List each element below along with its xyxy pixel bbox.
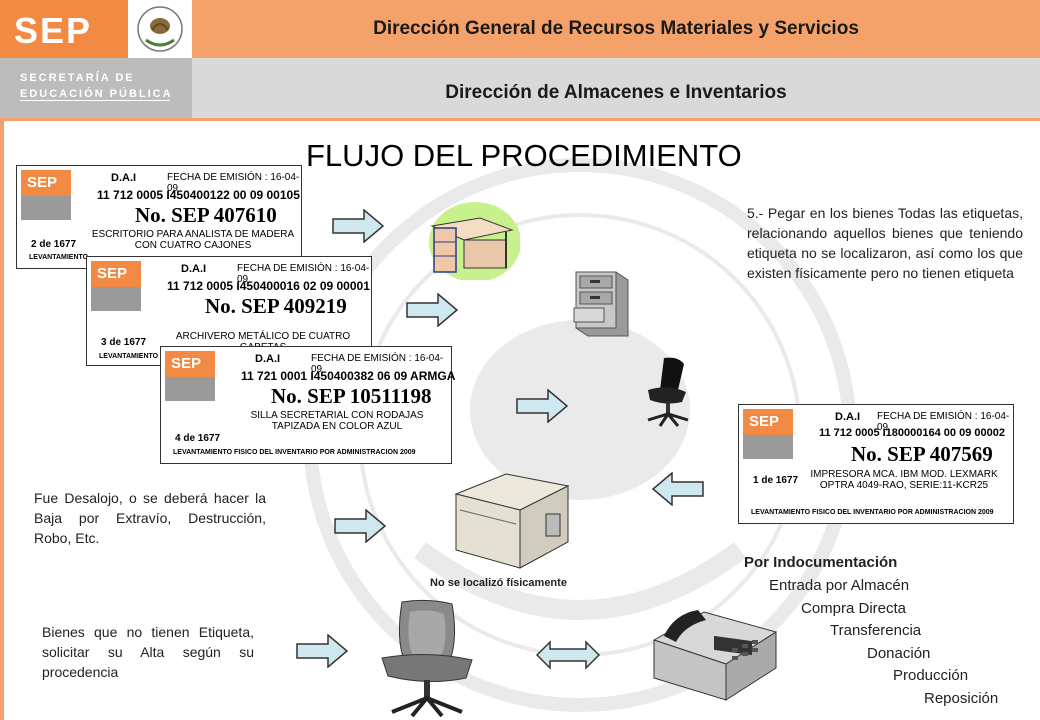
label-logo-sub bbox=[165, 377, 215, 401]
inventory-label-3: SEP D.A.I FECHA DE EMISIÓN : 16-04-09 11… bbox=[160, 346, 456, 464]
header-title-bar bbox=[192, 0, 1040, 58]
label-sep-logo: SEP bbox=[91, 261, 141, 287]
label-dai: D.A.I bbox=[111, 172, 137, 184]
label-count: 1 de 1677 bbox=[753, 475, 799, 486]
label-count: 4 de 1677 bbox=[175, 433, 221, 444]
header-logo-area bbox=[0, 0, 128, 58]
office-chair-icon bbox=[647, 357, 689, 427]
header-divider bbox=[0, 118, 1040, 121]
desalojo-text: Fue Desalojo, o se deberá hacer la Baja … bbox=[34, 490, 266, 546]
label-levantamiento: LEVANTAMIENTO FÍSICO DEL INVENTARIO POR … bbox=[751, 509, 994, 516]
label-logo-sub bbox=[91, 287, 141, 311]
arrow-double-icon bbox=[536, 640, 600, 670]
label-number: No. SEP 407569 bbox=[851, 442, 993, 466]
label-number: No. SEP 407610 bbox=[135, 203, 277, 227]
label-description: IMPRESORA MCA. IBM MOD. LEXMARK OPTRA 40… bbox=[810, 469, 998, 491]
arrow-right-icon bbox=[334, 509, 386, 543]
inventory-label-1: SEP D.A.I FECHA DE EMISIÓN : 16-04-09 11… bbox=[16, 165, 302, 269]
label-count: 3 de 1677 bbox=[101, 337, 147, 348]
fax-phone-icon bbox=[652, 610, 778, 701]
label-seal-icon bbox=[793, 409, 817, 459]
label-logo-sub bbox=[743, 435, 793, 459]
procedencia-item: Entrada por Almacén bbox=[769, 577, 910, 594]
header-logo-sub-area bbox=[0, 58, 192, 118]
page-title: FLUJO DEL PROCEDIMIENTO bbox=[306, 138, 742, 173]
label-dai: D.A.I bbox=[255, 353, 281, 365]
label-code: 11 712 0005 I180000164 00 09 00002 bbox=[819, 427, 1005, 439]
sep-logo-sub-line1: SECRETARÍA DE bbox=[20, 72, 135, 84]
label-seal-icon bbox=[141, 261, 165, 311]
desk-icon bbox=[429, 202, 520, 280]
label-sep-logo: SEP bbox=[743, 409, 793, 435]
label-dai: D.A.I bbox=[181, 263, 207, 275]
procedencia-heading: Por Indocumentación bbox=[744, 554, 898, 571]
procedencia-item: Donación bbox=[867, 645, 931, 662]
national-seal-icon bbox=[137, 6, 183, 52]
arrow-left-icon bbox=[652, 472, 704, 506]
sep-logo-sub-line2: EDUCACIÓN PÚBLICA bbox=[20, 88, 173, 100]
label-fecha: FECHA DE EMISIÓN : 16-04-09 bbox=[311, 353, 444, 375]
label-fecha: FECHA DE EMISIÓN : 16-04-09 bbox=[167, 172, 300, 194]
procedencia-item: Reposición bbox=[924, 690, 999, 707]
arrow-right-icon bbox=[332, 209, 384, 243]
header-subtitle: Dirección de Almacenes e Inventarios bbox=[445, 82, 787, 103]
step5-text: 5.- Pegar en los bienes Todas las etique… bbox=[747, 205, 1023, 281]
label-code: 11 721 0001 I450400382 06 09 ARMGA bbox=[241, 369, 456, 383]
label-dai: D.A.I bbox=[835, 411, 861, 423]
label-levantamiento: LEVANTAMIENTO FÍSICO DEL INVENTARIO POR … bbox=[99, 353, 163, 360]
national-seal-box bbox=[128, 0, 192, 58]
label-seal-icon bbox=[71, 170, 95, 220]
label-sep-logo: SEP bbox=[165, 351, 215, 377]
sin-etiqueta-text: Bienes que no tienen Etiqueta, solicitar… bbox=[42, 624, 254, 680]
arrow-right-icon bbox=[296, 634, 348, 668]
label-seal-icon bbox=[215, 351, 239, 401]
header-title: Dirección General de Recursos Materiales… bbox=[373, 18, 859, 39]
file-cabinet-icon bbox=[573, 271, 629, 337]
label-description: ESCRITORIO PARA ANALISTA DE MADERA CON C… bbox=[91, 229, 295, 251]
label-count: 2 de 1677 bbox=[31, 239, 77, 250]
label-number: No. SEP 10511198 bbox=[271, 384, 432, 408]
inventory-label-4: SEP D.A.I FECHA DE EMISIÓN : 16-04-09 11… bbox=[738, 404, 1014, 524]
arrow-right-icon bbox=[406, 293, 458, 327]
leather-chair-icon bbox=[381, 599, 473, 718]
label-logo-sub bbox=[21, 196, 71, 220]
label-description: SILLA SECRETARIAL CON RODAJAS TAPIZADA E… bbox=[250, 410, 424, 432]
printer-icon bbox=[454, 473, 570, 569]
header-subtitle-bar bbox=[192, 58, 1040, 118]
procedencia-item: Transferencia bbox=[830, 622, 922, 639]
procedencia-item: Compra Directa bbox=[801, 600, 907, 617]
no-localizo-caption: No se localizó físicamente bbox=[430, 577, 567, 589]
label-fecha: FECHA DE EMISIÓN : 16-04-09 bbox=[877, 411, 1010, 433]
label-levantamiento: LEVANTAMIENTO FÍSICO DEL INVENTARIO POR … bbox=[173, 449, 416, 456]
arrow-right-icon bbox=[516, 389, 568, 423]
label-fecha: FECHA DE EMISIÓN : 16-04-09 bbox=[237, 263, 370, 285]
label-levantamiento: LEVANTAMIENTO FÍSICO DEL INVENTARIO POR … bbox=[29, 254, 89, 261]
label-sep-logo: SEP bbox=[21, 170, 71, 196]
sep-logo-text: SEP bbox=[14, 10, 93, 51]
label-number: No. SEP 409219 bbox=[205, 294, 347, 318]
procedencia-item: Producción bbox=[893, 667, 969, 684]
sep-logo-divider bbox=[20, 100, 170, 101]
label-code: 11 712 0005 I450400016 02 09 00001 bbox=[167, 279, 370, 293]
label-code: 11 712 0005 I450400122 00 09 00105 bbox=[97, 188, 300, 202]
left-border bbox=[0, 121, 4, 720]
